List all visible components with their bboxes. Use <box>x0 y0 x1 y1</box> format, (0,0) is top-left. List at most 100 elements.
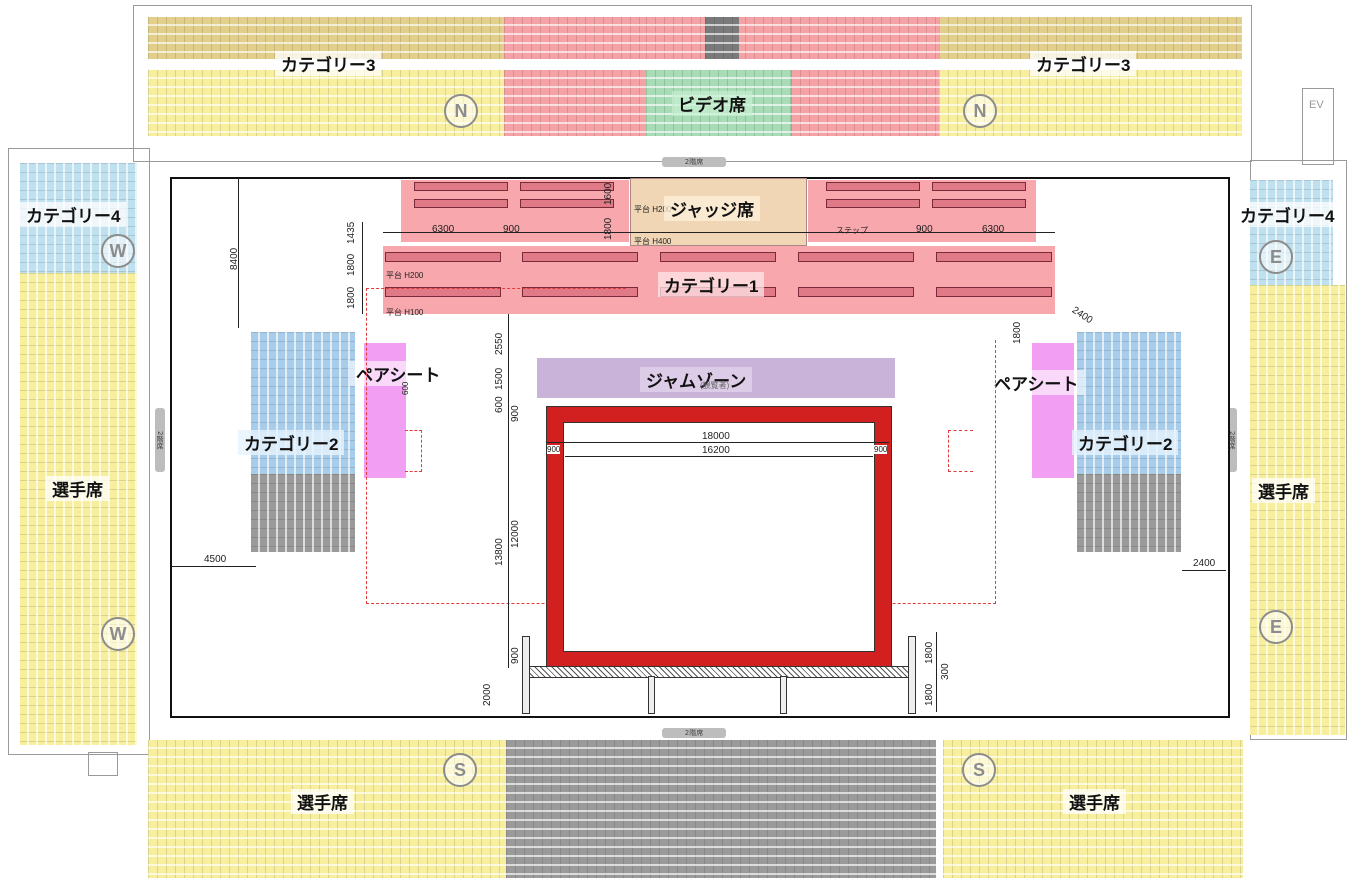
dim-1500: 1500 <box>494 367 505 390</box>
dim-900-inner-left: 900 <box>547 445 561 454</box>
floor-label-right: 2階席 <box>1227 408 1237 472</box>
platform-h200-top-label: 平台 H200 <box>634 205 672 214</box>
table-row <box>520 199 614 208</box>
pair-seats-right[interactable] <box>1032 343 1074 478</box>
table-row <box>932 182 1026 191</box>
pair-seat-left-label: ペアシート <box>350 361 447 386</box>
dim-6300-right: 6300 <box>982 224 1005 235</box>
players-left-label: 選手席 <box>46 476 109 501</box>
north-seats-center-right-upper[interactable] <box>791 17 939 59</box>
category2-right-label: カテゴリー2 <box>1072 430 1179 455</box>
floor-label-left: 2階席 <box>155 408 165 472</box>
dim-1800-a: 1800 <box>346 253 357 276</box>
table-row <box>414 182 508 191</box>
arena-outline-left <box>8 148 150 755</box>
west-seats-players[interactable] <box>20 273 137 745</box>
dim-line-4500 <box>172 566 256 567</box>
step-label: ステップ <box>836 226 868 235</box>
boundary-dashed-left <box>366 288 367 604</box>
dim-1800-b: 1800 <box>346 286 357 309</box>
dim-300: 300 <box>940 663 951 680</box>
truss-leg-mid1 <box>648 676 655 714</box>
jam-zone-sublabel: (観覧者) <box>700 381 730 390</box>
truss-leg-left <box>522 636 530 714</box>
dim-18000: 18000 <box>702 431 730 442</box>
dim-900-inner-right: 900 <box>874 445 888 454</box>
dim-line-top-widths <box>383 232 1055 233</box>
boundary-dashed-step-left <box>405 430 422 472</box>
west-marker-top: W <box>101 234 135 268</box>
floor-label-top: 2階席 <box>662 157 726 167</box>
grey-seats-right[interactable] <box>1077 474 1181 552</box>
category2-left-label: カテゴリー2 <box>238 430 345 455</box>
table-row <box>414 199 508 208</box>
dim-8400: 8400 <box>229 247 240 270</box>
table-row <box>522 287 638 297</box>
table-row <box>520 182 614 191</box>
dim-600-small: 600 <box>401 381 410 395</box>
north-marker-right: N <box>963 94 997 128</box>
north-seats-center-left-lower[interactable] <box>504 70 646 136</box>
stair-box-left <box>88 752 118 776</box>
dim-line-2400 <box>1182 570 1226 571</box>
players-bottom-left-label: 選手席 <box>291 789 354 814</box>
south-marker-right: S <box>962 753 996 787</box>
table-row <box>798 252 914 262</box>
table-row <box>932 199 1026 208</box>
jam-zone-label: ジャムゾーン <box>640 367 753 392</box>
east-marker-bottom: E <box>1259 610 1293 644</box>
north-seats-right-upper[interactable] <box>939 17 1242 59</box>
table-row <box>522 252 638 262</box>
pair-seat-right-label: ペアシート <box>988 370 1085 395</box>
west-marker-bottom: W <box>101 617 135 651</box>
category3-right-label: カテゴリー3 <box>1030 51 1137 76</box>
dim-1800-low-b: 1800 <box>924 683 935 706</box>
boundary-dashed-step-right <box>948 430 973 472</box>
east-marker-top: E <box>1259 240 1293 274</box>
floor-label-bottom: 2階席 <box>662 728 726 738</box>
south-marker-left: S <box>443 753 477 787</box>
dim-6300-left: 6300 <box>432 224 455 235</box>
judge-seats-label: ジャッジ席 <box>664 196 761 221</box>
east-seats-category4[interactable] <box>1250 180 1333 285</box>
dim-2400: 2400 <box>1193 558 1216 569</box>
dim-600: 600 <box>494 396 505 413</box>
south-seats-center[interactable] <box>506 740 936 878</box>
truss-leg-right <box>908 636 916 714</box>
north-seats-camera-block <box>705 17 739 59</box>
dim-1800-low-a: 1800 <box>924 641 935 664</box>
dim-line-left-stack <box>362 222 363 314</box>
dim-16200: 16200 <box>702 445 730 456</box>
judge-seats[interactable] <box>630 178 807 246</box>
platform-h100-label: 平台 H100 <box>386 308 424 317</box>
north-seats-center-right-lower[interactable] <box>791 70 939 136</box>
elevator-box: EV <box>1302 88 1334 165</box>
dim-2550: 2550 <box>494 332 505 355</box>
dim-13800: 13800 <box>494 538 505 566</box>
table-row <box>385 287 501 297</box>
category3-left-label: カテゴリー3 <box>275 51 382 76</box>
north-seats-center-left-upper[interactable] <box>504 17 646 59</box>
ring-inner-floor <box>563 422 875 652</box>
category4-right-label: カテゴリー4 <box>1234 202 1341 227</box>
dim-1800-judge: 1800 <box>603 217 614 240</box>
dim-900-vertical: 900 <box>510 405 521 422</box>
table-row <box>660 252 776 262</box>
grey-seats-left[interactable] <box>251 474 355 552</box>
table-row <box>826 182 920 191</box>
dim-1800-right: 1800 <box>1012 321 1023 344</box>
table-row <box>936 252 1052 262</box>
table-row <box>936 287 1052 297</box>
category4-left-label: カテゴリー4 <box>20 202 127 227</box>
east-seats-players[interactable] <box>1250 285 1345 735</box>
platform-h200-label: 平台 H200 <box>386 271 424 280</box>
dim-4500: 4500 <box>204 554 227 565</box>
table-row <box>798 287 914 297</box>
players-bottom-right-label: 選手席 <box>1063 789 1126 814</box>
dim-2000: 2000 <box>482 683 493 706</box>
dim-1600: 1600 <box>603 182 614 205</box>
dim-900-right: 900 <box>916 224 933 235</box>
players-right-label: 選手席 <box>1252 478 1315 503</box>
dim-line-center <box>508 314 509 668</box>
north-marker-left: N <box>444 94 478 128</box>
